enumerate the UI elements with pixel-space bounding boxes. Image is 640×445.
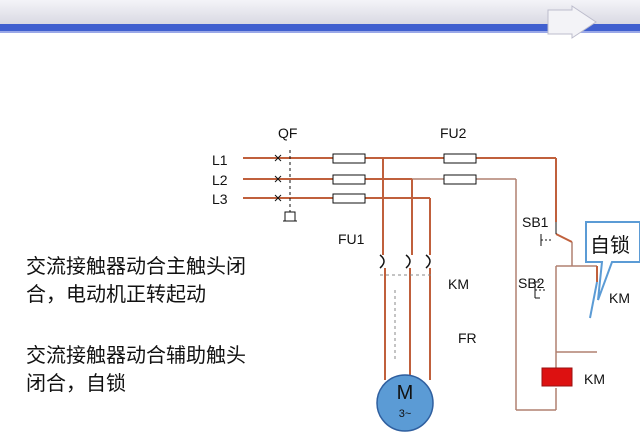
caption-aux-line1: 交流接触器动合辅助触头 — [26, 343, 246, 367]
banner-arrow-icon — [547, 5, 597, 39]
header-banner — [0, 0, 640, 39]
overload-fr — [380, 274, 432, 360]
phase-label-l1: L1 — [212, 152, 228, 168]
fuse-control-label: FU2 — [440, 125, 467, 141]
coil-km — [541, 367, 573, 387]
aux-contact-label: KM — [609, 290, 630, 306]
caption-aux-line2: 闭合，自锁 — [26, 371, 126, 395]
caption-main-line2: 合，电动机正转起动 — [26, 282, 206, 306]
aux-contact-line — [589, 281, 598, 319]
stop-button-sb1[interactable] — [540, 222, 557, 246]
contactor-main-label: KM — [448, 276, 469, 292]
fuse-fu1 — [332, 153, 366, 204]
fuse-main-label: FU1 — [338, 231, 365, 247]
callout-balloon — [585, 221, 640, 301]
start-button-label: SB2 — [518, 275, 545, 291]
breaker-label: QF — [278, 125, 298, 141]
stop-button-label: SB1 — [522, 214, 549, 230]
callout-text: 自锁 — [590, 233, 630, 257]
caption-main-contact: 交流接触器动合主触头闭 合，电动机正转起动 — [26, 252, 246, 308]
caption-aux-contact: 交流接触器动合辅助触头 闭合，自锁 — [26, 341, 246, 397]
motor-sublabel: 3~ — [398, 408, 412, 420]
phase-label-l3: L3 — [212, 191, 228, 207]
overload-label: FR — [458, 330, 477, 346]
phase-label-l2: L2 — [212, 172, 228, 188]
start-button-sb2[interactable] — [534, 281, 546, 299]
motor-label: M — [396, 382, 414, 404]
caption-main-line1: 交流接触器动合主触头闭 — [26, 254, 246, 278]
motor-icon — [376, 374, 434, 432]
coil-label: KM — [584, 371, 605, 387]
breaker-qf — [274, 150, 297, 222]
fuse-fu2 — [443, 153, 477, 185]
main-contacts-km — [379, 254, 431, 269]
control-line-mid — [555, 233, 573, 243]
